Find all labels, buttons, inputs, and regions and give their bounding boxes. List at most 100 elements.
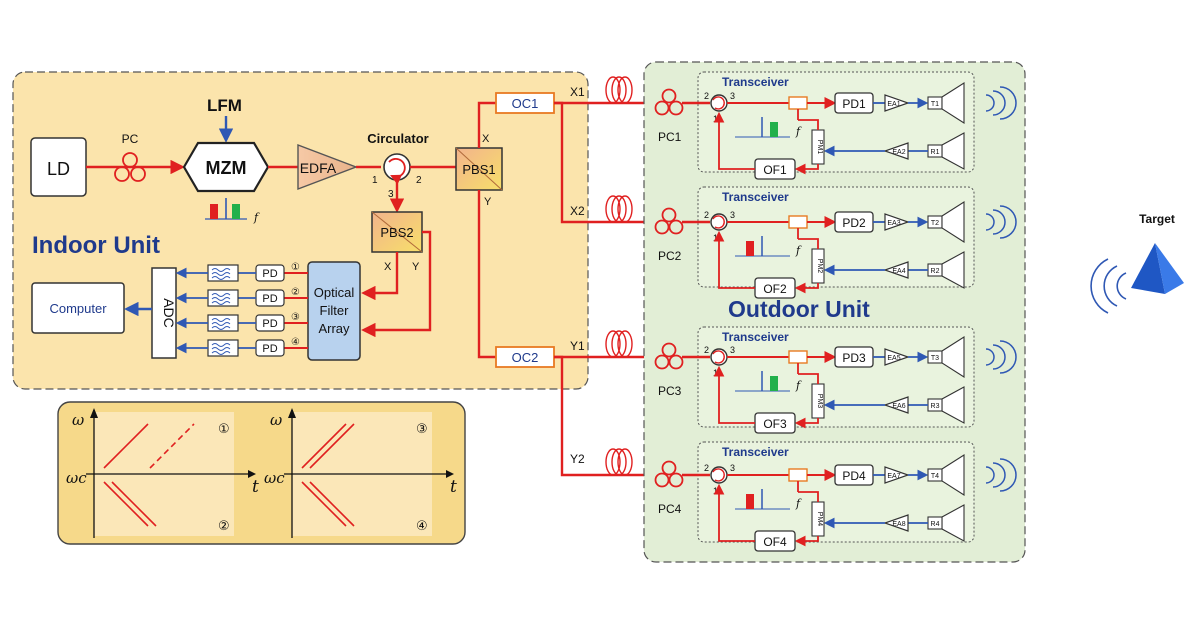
- ea-rx-amplifier-2: [883, 261, 909, 279]
- inset-right-omega-label: ω: [270, 411, 282, 429]
- pm-label-4: PM4: [816, 512, 823, 527]
- circulator-port-2: 2: [416, 175, 422, 186]
- transceiver-box-2: [697, 186, 975, 288]
- circ-port1-2: 1: [713, 233, 718, 243]
- circ-port3-4: 3: [730, 463, 735, 473]
- circulator-arrow-4: [712, 468, 725, 482]
- circulator-port-1: 1: [372, 175, 378, 186]
- inset-left-omega-c-label: ωc: [66, 469, 87, 487]
- fiber-coupler-pm-bend-2: [798, 238, 819, 249]
- inset-right-up-chirp-2: [309, 423, 355, 469]
- pd-label-4: PD: [262, 343, 277, 355]
- detection-row-3: PD ③: [175, 312, 308, 332]
- channel-marker-4: ④: [291, 337, 300, 348]
- lfm-label: LFM: [207, 96, 242, 115]
- ea-rx-label-2: EA4: [892, 268, 905, 275]
- inset-left-up-chirp-dashed: [149, 423, 195, 469]
- inset-right-down-chirp-2: [309, 481, 355, 527]
- inset-right-t-label: t: [450, 477, 457, 497]
- ea-tx-label-4: EA7: [887, 473, 900, 480]
- target-label: Target: [1139, 212, 1175, 226]
- pd-out-label-1: PD1: [842, 97, 866, 111]
- inset-right-time-axis-arrowhead: [446, 470, 454, 478]
- pbs1-y-port: Y: [484, 196, 492, 208]
- indoor-unit-panel: [12, 71, 589, 390]
- ea-tx-amplifier-1: [884, 94, 910, 112]
- circ-port3-2: 3: [730, 210, 735, 220]
- fiber-of-to-circulator-3: [713, 365, 755, 424]
- circ-port2-1: 2: [704, 91, 709, 101]
- adc-label: ADC: [161, 298, 177, 328]
- fiber-coupler-pm-bend-3: [798, 373, 819, 384]
- circ-port1-1: 1: [713, 114, 718, 124]
- spectrum-icon-1: [735, 117, 790, 138]
- rx-antenna-label-4: R4: [931, 521, 940, 528]
- fiber-pm-to-of-2: [794, 282, 819, 294]
- pbs2-y-port: Y: [412, 261, 420, 273]
- transceiver-title-4: Transceiver: [722, 445, 789, 459]
- polarization-controller-icon: [114, 152, 146, 182]
- coupler-box-2: [788, 215, 808, 229]
- inset-marker-2: ②: [218, 518, 230, 533]
- lowpass-filter-wave-3: [211, 318, 231, 330]
- oc1-label: OC1: [512, 96, 539, 111]
- detection-row-1: PD ①: [175, 262, 308, 282]
- circ-port2-2: 2: [704, 210, 709, 220]
- fiber-y2: [554, 355, 656, 477]
- radiated-waves-icon-2: [985, 205, 1017, 239]
- ea-tx-label-2: EA3: [887, 220, 900, 227]
- circ-port3-1: 3: [730, 91, 735, 101]
- fiber-y1-label: Y1: [570, 339, 585, 353]
- mzm-label: MZM: [206, 158, 247, 178]
- fiber-of-to-circulator-2: [713, 230, 755, 289]
- fiber-pm-to-of-3: [794, 417, 819, 429]
- pbs1-label: PBS1: [462, 162, 495, 177]
- fiber-x2-label: X2: [570, 204, 585, 218]
- ea-rx-amplifier-1: [883, 142, 909, 160]
- fiber-x2: [554, 101, 656, 224]
- pc-label-3: PC3: [658, 384, 682, 398]
- circ-port2-4: 2: [704, 463, 709, 473]
- of-label-4: OF4: [763, 535, 787, 549]
- channel-marker-2: ②: [291, 287, 300, 298]
- fiber-spool-icon-y2: [605, 448, 633, 476]
- spectrum-f-label-1: f: [795, 125, 802, 138]
- filter-array-line2: Filter: [320, 303, 350, 318]
- inset-right-up-chirp-1: [301, 423, 347, 469]
- transceiver-title-1: Transceiver: [722, 75, 789, 89]
- lowpass-filter-wave-1: [211, 268, 231, 280]
- fiber-coupler-pm-bend-4: [798, 491, 819, 502]
- fiber-of-to-circulator-4: [713, 483, 755, 542]
- coupler-box-4: [788, 468, 808, 482]
- pbs2-label: PBS2: [380, 225, 413, 240]
- tx-antenna-label-2: T2: [931, 220, 939, 227]
- pd-out-label-3: PD3: [842, 351, 866, 365]
- inset-left-time-axis-arrowhead: [248, 470, 256, 478]
- radiated-waves-icon-3: [985, 340, 1017, 374]
- circ-port1-4: 1: [713, 486, 718, 496]
- pbs2-x-port: X: [384, 261, 392, 273]
- inset-marker-1: ①: [218, 421, 230, 436]
- indoor-unit-title: Indoor Unit: [32, 232, 160, 259]
- circulator-label: Circulator: [367, 131, 428, 146]
- rx-antenna-label-1: R1: [931, 149, 940, 156]
- target-pyramid-right-face: [1155, 243, 1184, 294]
- of-label-2: OF2: [763, 282, 787, 296]
- channel-marker-3: ③: [291, 312, 300, 323]
- pbs1-diagonal: [455, 147, 503, 191]
- ld-label: LD: [47, 159, 70, 179]
- indoor-unit: Indoor Unit LFM LD PC MZM f E: [12, 71, 589, 390]
- spectrum-icon-4: [735, 489, 790, 510]
- optical-filter-array: [307, 261, 361, 361]
- ea-tx-amplifier-3: [884, 348, 910, 366]
- pc-label-1: PC1: [658, 130, 682, 144]
- fiber-pm-to-of-1: [794, 163, 819, 175]
- pc-icon-3: [654, 342, 684, 370]
- circ-port1-3: 1: [713, 368, 718, 378]
- target-echo-waves-icon: [1090, 258, 1127, 314]
- channel-marker-1: ①: [291, 262, 300, 273]
- coupler-box-3: [788, 350, 808, 364]
- tx-horn-antenna-icon-2: [941, 200, 965, 244]
- lowpass-filter-wave-2: [211, 293, 231, 305]
